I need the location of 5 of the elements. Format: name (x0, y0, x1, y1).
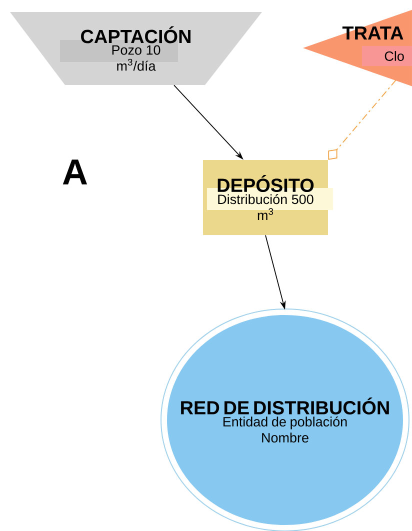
arrow (328, 80, 396, 160)
trapezoid-box: CAPTACIÓN Pozo 10 m$^{3}$/día (10, 12, 262, 85)
triangle-box: TRATA Clo (303, 0, 412, 96)
storage-box: DEPÓSITO Distribución 500 m$^{3}$ (203, 160, 333, 235)
panel-letter: A (62, 160, 88, 184)
